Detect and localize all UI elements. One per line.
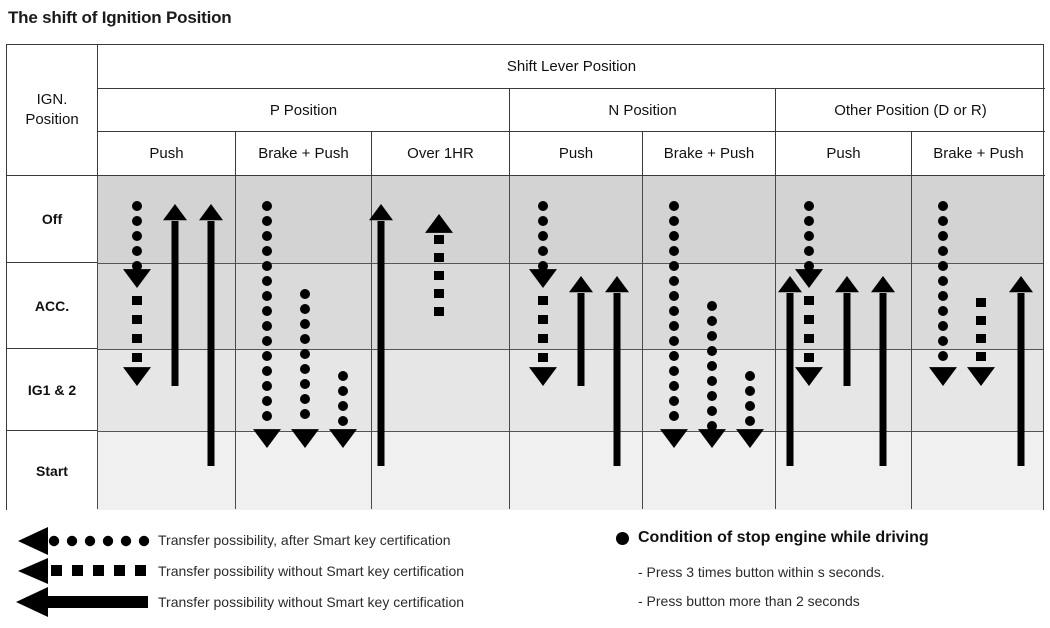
row-shade-off xyxy=(97,176,1043,263)
row-label-off-text: Off xyxy=(41,211,63,227)
col-header-p-brake-push-label: Brake + Push xyxy=(258,145,349,162)
col-header-n-push: Push xyxy=(509,132,642,176)
row-shade-ig xyxy=(97,349,1043,431)
col-header-p-push: Push xyxy=(97,132,235,176)
note-line-2: - Press button more than 2 seconds xyxy=(638,593,860,609)
row-label-start-text: Start xyxy=(36,462,68,479)
legend-item-dashed: Transfer possibility without Smart key c… xyxy=(158,563,464,579)
header-shift-lever-position-label: Shift Lever Position xyxy=(506,58,637,75)
row-label-acc-text: ACC. xyxy=(34,297,70,314)
col-header-p-push-label: Push xyxy=(149,145,184,162)
col-header-other-push: Push xyxy=(775,132,911,176)
legend-dashed-arrow-icon xyxy=(18,558,146,584)
grid-col-line-7 xyxy=(911,176,912,509)
col-header-p-over-1hr-label: Over 1HR xyxy=(407,145,474,162)
row-label-acc: ACC. xyxy=(7,263,97,349)
group-header-n-position: N Position xyxy=(509,89,775,132)
col-header-p-over-1hr: Over 1HR xyxy=(371,132,509,176)
corner-header: IGN. Position xyxy=(7,45,97,176)
corner-label-line2: Position xyxy=(25,111,79,128)
note-heading-label: Condition of stop engine while driving xyxy=(638,529,929,546)
row-label-ig1-2-text: IG1 & 2 xyxy=(27,381,77,398)
note-line-1-label: - Press 3 times button within s seconds. xyxy=(638,564,885,580)
group-header-n-position-label: N Position xyxy=(608,101,677,119)
grid-col-line-3 xyxy=(371,176,372,509)
col-header-p-brake-push: Brake + Push xyxy=(235,132,371,176)
legend: Transfer possibility, after Smart key ce… xyxy=(6,520,1044,624)
grid-line-ig-start xyxy=(97,431,1043,432)
grid-col-line-1 xyxy=(97,176,98,509)
note-line-2-label: - Press button more than 2 seconds xyxy=(638,593,860,609)
legend-item-dotted: Transfer possibility, after Smart key ce… xyxy=(158,532,451,548)
legend-solid-arrow-icon xyxy=(16,587,148,617)
legend-dotted-arrow-icon xyxy=(18,527,150,555)
legend-item-solid: Transfer possibility without Smart key c… xyxy=(158,594,464,610)
group-header-other-position-label: Other Position (D or R) xyxy=(834,101,987,119)
group-header-p-position-label: P Position xyxy=(269,101,338,119)
corner-label-line1: IGN. xyxy=(36,91,68,108)
grid-line-acc-ig xyxy=(97,349,1043,350)
note-line-1: - Press 3 times button within s seconds. xyxy=(638,564,885,580)
legend-symbols xyxy=(16,527,150,617)
col-header-other-push-label: Push xyxy=(826,145,861,162)
legend-item-dashed-label: Transfer possibility without Smart key c… xyxy=(158,563,465,579)
legend-item-solid-label: Transfer possibility without Smart key c… xyxy=(158,594,465,610)
group-header-p-position: P Position xyxy=(97,89,509,132)
header-shift-lever-position: Shift Lever Position xyxy=(97,45,1045,89)
note-heading: Condition of stop engine while driving xyxy=(616,529,929,547)
col-header-n-push-label: Push xyxy=(558,145,594,162)
grid-col-line-4 xyxy=(509,176,510,509)
grid-col-line-5 xyxy=(642,176,643,509)
grid-col-line-2 xyxy=(235,176,236,509)
row-shade-acc xyxy=(97,263,1043,349)
group-header-other-position: Other Position (D or R) xyxy=(775,89,1045,132)
grid-line-off-acc xyxy=(97,263,1043,264)
shift-table: IGN. Position Shift Lever Position P Pos… xyxy=(6,44,1045,510)
row-label-ig1-2: IG1 & 2 xyxy=(7,349,97,431)
page-title: The shift of Ignition Position xyxy=(8,8,232,27)
col-header-n-brake-push-label: Brake + Push xyxy=(663,145,755,162)
row-label-off: Off xyxy=(7,176,97,263)
grid-col-line-6 xyxy=(775,176,776,509)
col-header-other-brake-push-label: Brake + Push xyxy=(933,145,1024,162)
row-shade-start xyxy=(97,431,1043,510)
legend-item-dotted-label: Transfer possibility, after Smart key ce… xyxy=(158,532,451,548)
col-header-n-brake-push: Brake + Push xyxy=(642,132,775,176)
row-label-start: Start xyxy=(7,431,97,510)
note-bullet-icon xyxy=(616,531,629,545)
col-header-other-brake-push: Brake + Push xyxy=(911,132,1045,176)
